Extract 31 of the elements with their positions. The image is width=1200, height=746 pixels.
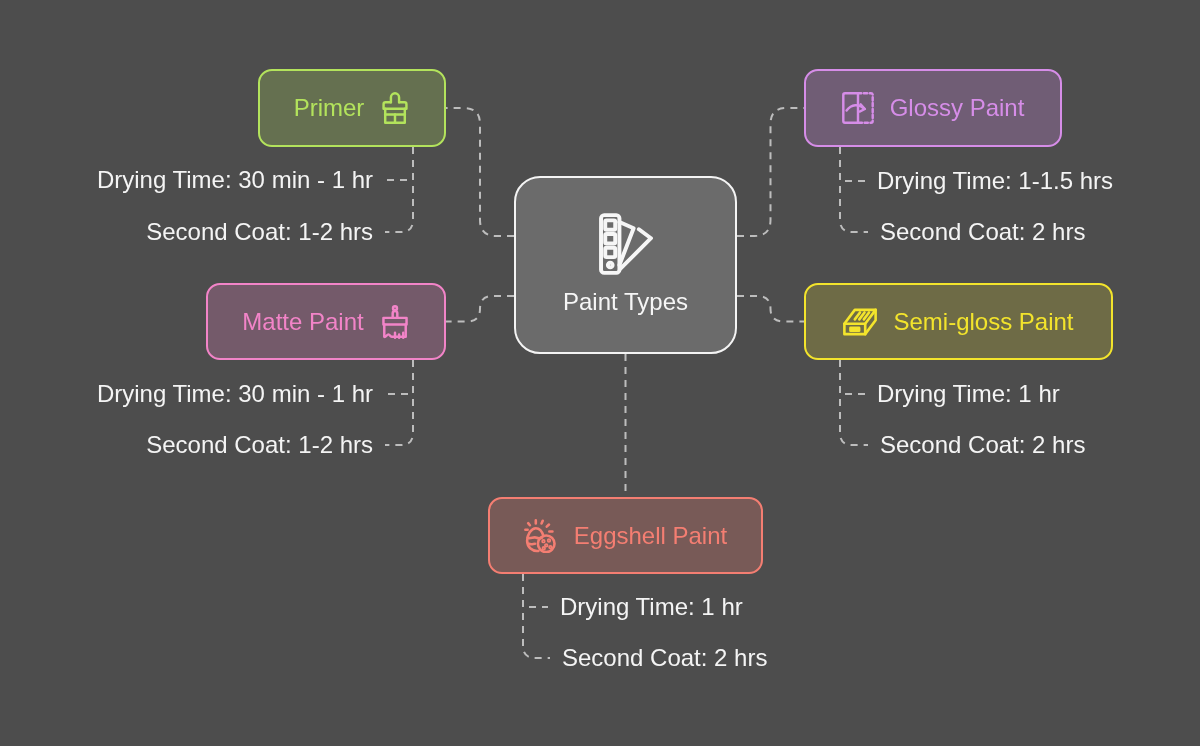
detail-text: Drying Time: 1-1.5 hrs bbox=[865, 166, 1114, 196]
topic-label: Eggshell Paint bbox=[573, 520, 728, 551]
detail-text: Second Coat: 2 hrs bbox=[868, 430, 1086, 460]
detail-text: Drying Time: 1 hr bbox=[865, 379, 1060, 409]
dashed-connector bbox=[445, 295, 515, 323]
topic-box bbox=[488, 497, 763, 574]
dashed-connector bbox=[839, 359, 869, 446]
detail-text: Second Coat: 1-2 hrs bbox=[146, 430, 385, 460]
topic-box bbox=[804, 283, 1113, 360]
dashed-connector bbox=[522, 573, 551, 659]
topic-box bbox=[258, 69, 446, 147]
topic-box bbox=[206, 283, 446, 360]
dashed-connector bbox=[736, 295, 805, 323]
detail-text: Second Coat: 2 hrs bbox=[550, 643, 768, 673]
detail-text: Drying Time: 30 min - 1 hr bbox=[96, 165, 385, 195]
topic-label: Glossy Paint bbox=[889, 93, 1025, 123]
central-topic-box bbox=[514, 176, 737, 354]
topic-box bbox=[804, 69, 1062, 147]
detail-text: Drying Time: 1 hr bbox=[548, 592, 743, 622]
dashed-connector bbox=[839, 146, 869, 233]
dashed-connector bbox=[384, 146, 414, 233]
detail-text: Drying Time: 30 min - 1 hr bbox=[96, 379, 385, 409]
dashed-connector bbox=[384, 359, 414, 446]
topic-label: Paint Types bbox=[563, 287, 688, 317]
topic-label: Primer bbox=[293, 93, 365, 123]
detail-text: Second Coat: 2 hrs bbox=[868, 217, 1086, 247]
dashed-connector bbox=[445, 107, 515, 237]
topic-label: Matte Paint bbox=[242, 306, 364, 337]
topic-label: Semi-gloss Paint bbox=[893, 306, 1074, 337]
detail-text: Second Coat: 1-2 hrs bbox=[146, 217, 385, 247]
dashed-connector bbox=[736, 107, 805, 237]
